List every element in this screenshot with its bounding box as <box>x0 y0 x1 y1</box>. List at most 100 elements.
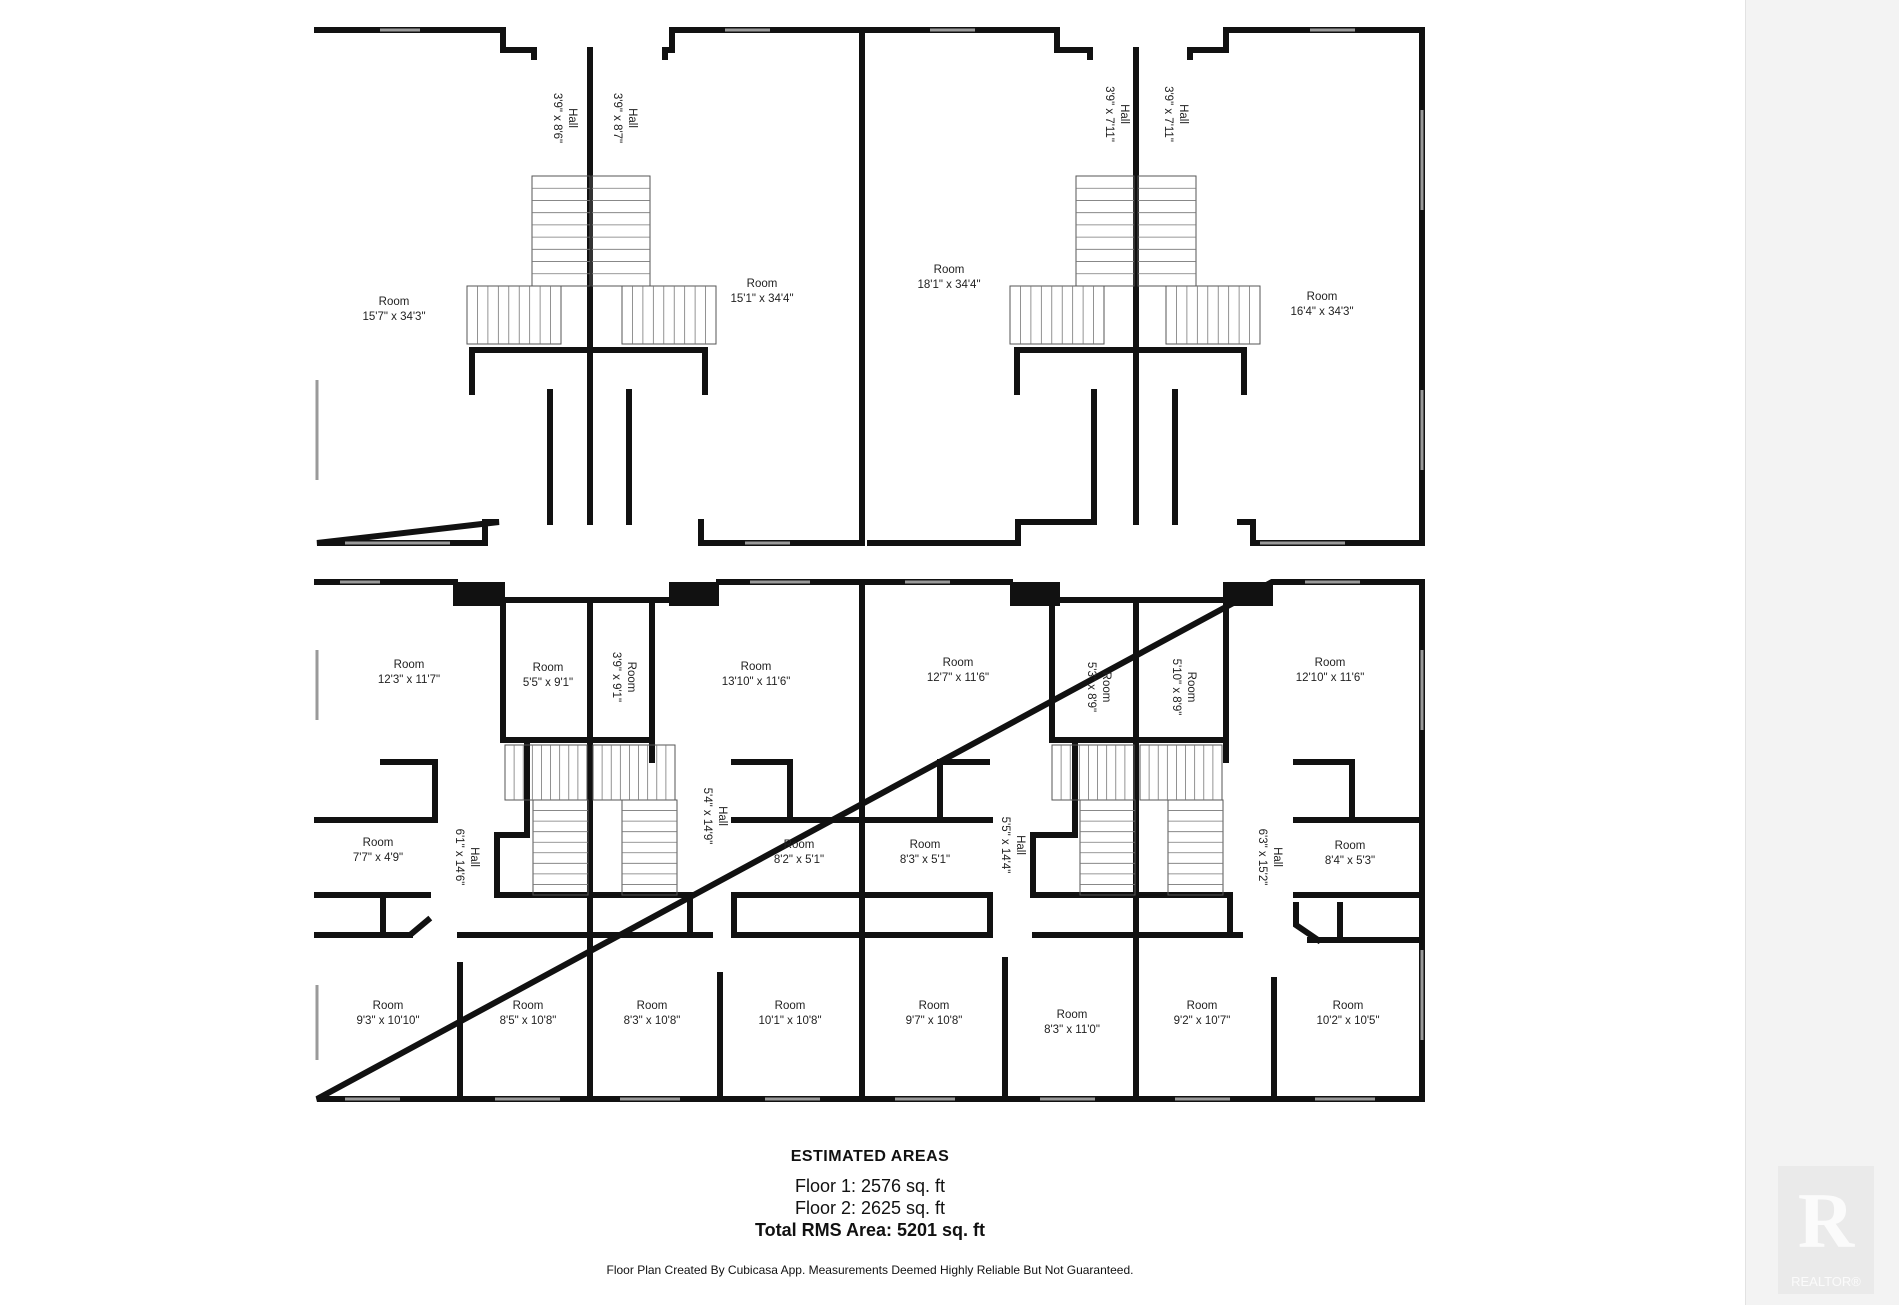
room-name: Room <box>513 1000 544 1012</box>
room-name: Room <box>741 661 772 673</box>
room-dimensions: 6'1" x 14'6" <box>453 829 465 886</box>
room-name: Hall <box>1014 835 1026 855</box>
room-name: Room <box>910 839 941 851</box>
windows <box>315 28 1424 1101</box>
room-name: Hall <box>626 108 638 128</box>
floor2-area: Floor 2: 2625 sq. ft <box>794 1198 946 1218</box>
walls <box>314 27 1425 1102</box>
room-name: Room <box>363 837 394 849</box>
room-name: Room <box>1187 1000 1218 1012</box>
room-label: Room 15'1" x 34'4" <box>730 278 793 305</box>
room-label: Room 8'4" x 5'3" <box>1325 840 1375 867</box>
room-dimensions: 3'9" x 9'1" <box>610 652 622 702</box>
staircases <box>466 175 1261 896</box>
room-dimensions: 8'2" x 5'1" <box>774 854 824 866</box>
wall-fixtures <box>453 582 1273 606</box>
room-dimensions: 5'5" x 9'1" <box>523 677 573 689</box>
room-name: Room <box>1185 672 1197 703</box>
room-name: Room <box>373 1000 404 1012</box>
room-dimensions: 9'2" x 10'7" <box>1174 1015 1231 1027</box>
room-name: Room <box>1333 1000 1364 1012</box>
room-dimensions: 8'3" x 11'0" <box>1044 1024 1100 1036</box>
room-dimensions: 16'4" x 34'3" <box>1290 306 1353 318</box>
room-name: Hall <box>1177 104 1189 124</box>
room-dimensions: 9'3" x 10'10" <box>356 1015 419 1027</box>
room-label: Room 5'5" x 9'1" <box>523 662 573 689</box>
room-dimensions: 12'10" x 11'6" <box>1296 672 1365 684</box>
room-name: Hall <box>716 806 728 826</box>
floor1-area: Floor 1: 2576 sq. ft <box>794 1176 946 1196</box>
room-label: Room 10'2" x 10'5" <box>1316 1000 1379 1027</box>
room-name: Room <box>1100 672 1112 703</box>
room-dimensions: 8'3" x 5'1" <box>900 854 950 866</box>
room-label: Room 9'3" x 10'10" <box>356 1000 419 1027</box>
room-name: Room <box>533 662 564 674</box>
room-name: Room <box>1057 1009 1088 1021</box>
room-label: Room 13'10" x 11'6" <box>722 661 791 688</box>
room-name: Hall <box>566 108 578 128</box>
side-band <box>1745 0 1899 1305</box>
room-name: Room <box>784 839 815 851</box>
estimated-areas-heading: ESTIMATED AREAS <box>790 1148 950 1165</box>
room-dimensions: 15'1" x 34'4" <box>730 293 793 305</box>
room-name: Room <box>747 278 778 290</box>
room-dimensions: 6'3" x 15'2" <box>1256 829 1268 886</box>
room-label: Room 12'7" x 11'6" <box>927 657 989 684</box>
room-name: Room <box>379 296 410 308</box>
room-dimensions: 5'3" x 8'9" <box>1085 662 1097 712</box>
room-label: Room 15'7" x 34'3" <box>362 296 425 323</box>
room-label: Room 9'2" x 10'7" <box>1174 1000 1231 1027</box>
room-dimensions: 15'7" x 34'3" <box>362 311 425 323</box>
room-dimensions: 7'7" x 4'9" <box>353 852 403 864</box>
room-label: Room 8'5" x 10'8" <box>500 1000 557 1027</box>
room-dimensions: 3'9" x 8'7" <box>611 93 623 143</box>
room-label: Room 8'2" x 5'1" <box>774 839 824 866</box>
room-name: Hall <box>1271 847 1283 867</box>
room-dimensions: 3'9" x 8'6" <box>551 93 563 143</box>
room-dimensions: 3'9" x 7'11" <box>1103 86 1115 142</box>
room-label: Room 9'7" x 10'8" <box>906 1000 963 1027</box>
room-name: Room <box>1335 840 1366 852</box>
room-name: Room <box>919 1000 950 1012</box>
room-label: Room 8'3" x 5'1" <box>900 839 950 866</box>
room-dimensions: 8'4" x 5'3" <box>1325 855 1375 867</box>
total-area: Total RMS Area: 5201 sq. ft <box>754 1220 986 1240</box>
realtor-logo-letter: R <box>1797 1177 1855 1264</box>
room-dimensions: 5'4" x 14'9" <box>701 788 713 845</box>
room-name: Room <box>943 657 974 669</box>
room-dimensions: 8'5" x 10'8" <box>500 1015 557 1027</box>
room-dimensions: 10'1" x 10'8" <box>758 1015 821 1027</box>
room-label: Room 12'10" x 11'6" <box>1296 657 1365 684</box>
room-dimensions: 3'9" x 7'11" <box>1162 86 1174 142</box>
room-name: Room <box>1315 657 1346 669</box>
room-name: Hall <box>468 847 480 867</box>
stair-steps <box>477 187 1250 885</box>
room-name: Hall <box>1118 104 1130 124</box>
room-dimensions: 9'7" x 10'8" <box>906 1015 963 1027</box>
room-dimensions: 13'10" x 11'6" <box>722 676 791 688</box>
room-label: Room 8'3" x 11'0" <box>1044 1009 1100 1036</box>
room-dimensions: 5'10" x 8'9" <box>1170 659 1182 716</box>
room-dimensions: 12'7" x 11'6" <box>927 672 989 684</box>
room-dimensions: 12'3" x 11'7" <box>378 674 440 686</box>
room-dimensions: 8'3" x 10'8" <box>624 1015 681 1027</box>
room-dimensions: 10'2" x 10'5" <box>1316 1015 1379 1027</box>
